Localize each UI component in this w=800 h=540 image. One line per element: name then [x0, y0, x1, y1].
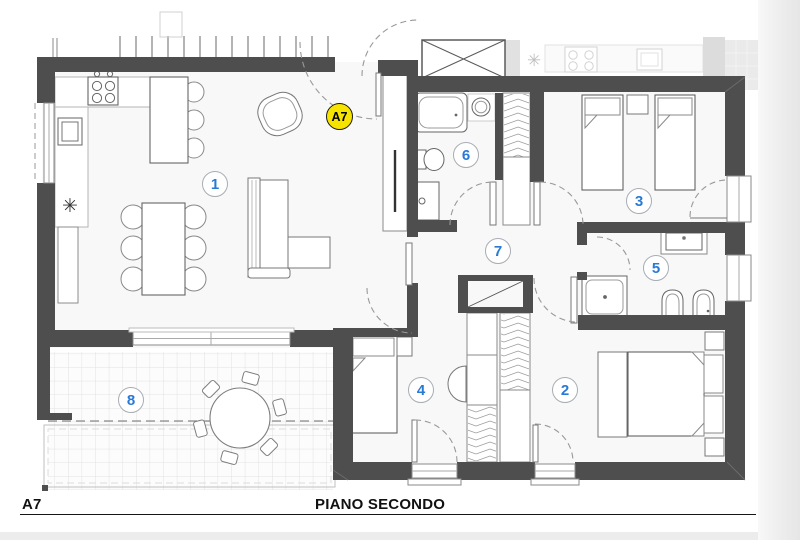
- dining-table-set: [120, 202, 207, 296]
- room-label-4: 4: [408, 377, 434, 403]
- toilet: [414, 148, 445, 171]
- terrace-table-set: [193, 371, 287, 465]
- window-bottom-room4: [407, 463, 462, 486]
- kitchen-sink: [57, 117, 83, 146]
- nightstand: [704, 437, 725, 457]
- window-living-large: [128, 327, 295, 346]
- single-bed: [581, 94, 624, 191]
- terrace-floor: [42, 352, 336, 491]
- door-leaves: [375, 72, 727, 463]
- bath6-door-leaf: [489, 181, 497, 226]
- room-label-6: 6: [453, 142, 479, 168]
- sink-5: [660, 228, 708, 255]
- island-stools: [183, 81, 205, 159]
- upper-floor-hatch: [52, 11, 329, 57]
- adjacent-apartment-faint: ✳: [505, 37, 758, 90]
- room4-window-leaf: [411, 419, 418, 463]
- window-right-2: [726, 254, 752, 302]
- room2-window-arc: [534, 423, 574, 463]
- round-table: [209, 387, 271, 449]
- sideboard: [57, 226, 79, 304]
- asterisk-symbol-faint: ✳: [527, 51, 541, 70]
- sofa: [247, 177, 331, 279]
- walls: [37, 57, 745, 480]
- window-left-wall: [34, 102, 55, 184]
- bedroom-3-furniture: [581, 94, 696, 191]
- shower: [581, 275, 628, 319]
- room-label-8: 8: [118, 387, 144, 413]
- bedroom-4-furniture: [349, 334, 467, 434]
- shaft-diagonal: [467, 280, 524, 308]
- room-label-7: 7: [485, 238, 511, 264]
- bathroom-5: [581, 228, 715, 319]
- window-bottom-room2: [530, 463, 580, 486]
- round-chair: [447, 365, 467, 403]
- double-bed: [627, 351, 724, 437]
- bathroom-6: [414, 92, 496, 221]
- nightstand: [704, 331, 725, 351]
- door-swing-arcs: [299, 19, 728, 463]
- footer-floor-label: PIANO SECONDO: [315, 496, 446, 513]
- entrance-arc: [299, 41, 378, 120]
- unit-badge: A7: [326, 103, 353, 130]
- bath6-arc: [449, 181, 494, 226]
- armchair: [257, 91, 303, 137]
- windows: [34, 102, 752, 486]
- stairwell-box: [421, 39, 506, 79]
- stove: [87, 70, 119, 106]
- bedroom-2-furniture: [597, 331, 725, 457]
- dining-table: [141, 202, 186, 296]
- room-label-3: 3: [626, 188, 652, 214]
- room3-arc: [539, 181, 584, 226]
- footer-rule: [20, 514, 756, 515]
- room-label-2: 2: [552, 377, 578, 403]
- room5-hall-arc: [533, 277, 576, 323]
- single-bed: [654, 94, 696, 191]
- asterisk-symbol: ✳: [62, 196, 78, 217]
- entrance-door-leaf: [375, 72, 382, 117]
- bottom-margin-band: [0, 532, 758, 540]
- room2-window-leaf: [532, 424, 539, 463]
- nightstand: [396, 336, 413, 357]
- room5-door-leaf: [570, 276, 578, 324]
- room-label-5: 5: [643, 255, 669, 281]
- room-label-1: 1: [202, 171, 228, 197]
- bench: [597, 351, 628, 438]
- room3-window-arc: [689, 179, 728, 218]
- nightstand: [626, 94, 649, 115]
- single-bed: [349, 334, 398, 434]
- window-right-1: [726, 175, 752, 223]
- wall-details: [332, 76, 746, 481]
- living-door-leaf: [405, 242, 413, 286]
- kitchen-island: [149, 76, 189, 164]
- wardrobes: [382, 74, 531, 463]
- right-margin-band: [758, 0, 800, 540]
- entrance-arc-2: [361, 19, 419, 77]
- living-door-arc: [366, 287, 413, 334]
- room5-inner-arc: [596, 236, 631, 271]
- washing-machine: [414, 181, 440, 221]
- footer-unit-label: A7: [22, 496, 42, 513]
- kitchen: ✳: [54, 70, 205, 304]
- room4-window-arc: [414, 419, 458, 463]
- room3-door-leaf: [533, 181, 541, 226]
